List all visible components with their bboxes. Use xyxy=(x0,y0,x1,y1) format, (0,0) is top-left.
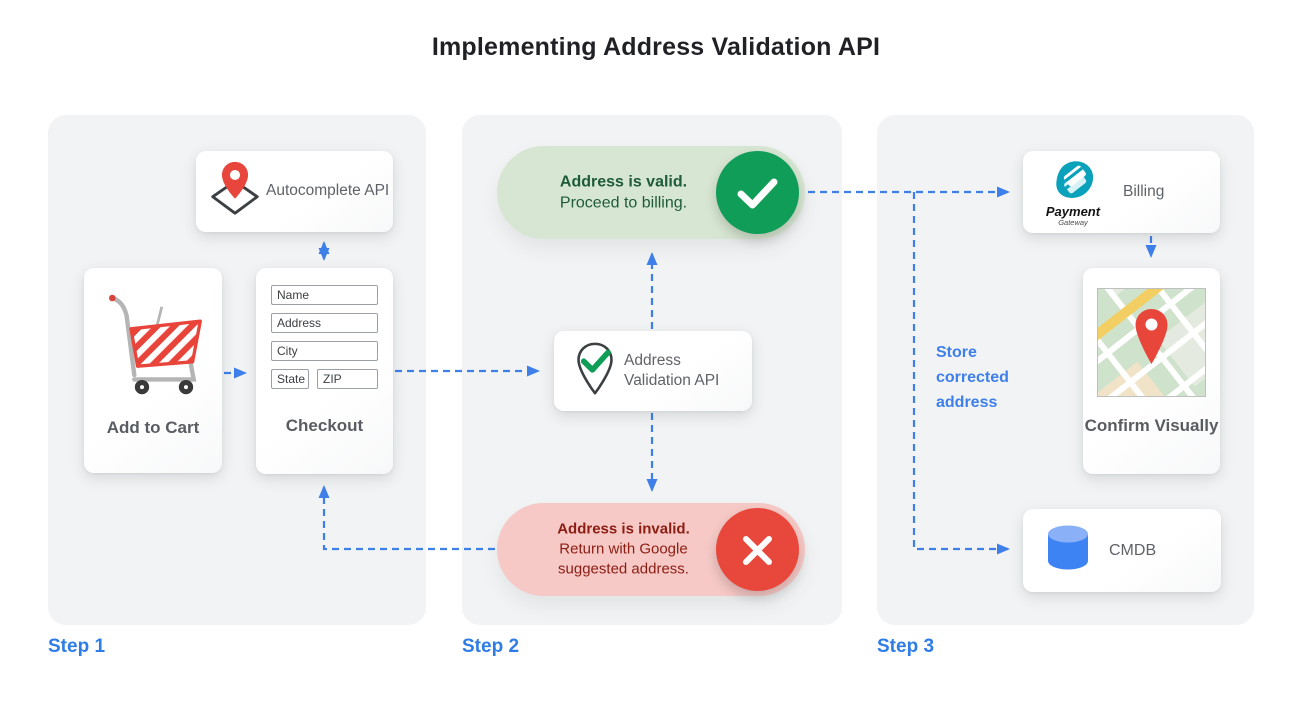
database-icon xyxy=(1045,523,1091,578)
cmdb-label: CMDB xyxy=(1109,541,1157,559)
checkout-label: Checkout xyxy=(285,416,364,435)
pin-check-icon xyxy=(566,339,624,404)
add-to-cart-card: Add to Cart xyxy=(84,268,222,473)
address-valid-subtitle: Proceed to billing. xyxy=(559,194,688,212)
autocomplete-api-card: Autocomplete API xyxy=(196,151,393,232)
checkout-name-field: Name xyxy=(271,285,378,305)
step2-label: Step 2 xyxy=(462,636,520,657)
x-circle-icon xyxy=(716,508,799,591)
confirm-visually-label: Confirm Visually xyxy=(1084,416,1219,435)
arrow-invalid-to-checkout xyxy=(318,485,495,551)
confirm-visually-card: Confirm Visually xyxy=(992,180,1312,504)
check-circle-icon xyxy=(716,151,799,234)
billing-card: Payment Gateway Billing xyxy=(1023,151,1220,233)
step3-label: Step 3 xyxy=(877,636,935,657)
checkout-card: Name Address City State ZIP Checkout xyxy=(256,268,393,474)
cmdb-card: CMDB xyxy=(1023,509,1221,592)
checkout-city-field: City xyxy=(271,341,378,361)
add-to-cart-label: Add to Cart xyxy=(106,418,200,437)
payment-gateway-logo: Payment Gateway xyxy=(1037,158,1109,227)
address-validation-api-card: Address Validation API xyxy=(554,331,752,411)
step1-label: Step 1 xyxy=(48,636,106,657)
payment-gateway-logo-name: Payment xyxy=(1045,203,1101,219)
checkout-zip-field: ZIP xyxy=(317,369,378,389)
address-valid-pill: Address is valid. Proceed to billing. xyxy=(497,146,805,239)
address-validation-api-label: Address Validation API xyxy=(624,351,720,389)
address-invalid-pill: Address is invalid. Return with Google s… xyxy=(497,503,805,596)
checkout-address-field: Address xyxy=(271,313,378,333)
map-pin-diamond-icon xyxy=(204,160,266,223)
billing-label: Billing xyxy=(1123,182,1165,200)
address-invalid-title: Address is invalid. xyxy=(557,520,690,538)
shopping-cart-icon xyxy=(98,286,208,398)
payment-gateway-logo-subtitle: Gateway xyxy=(1058,217,1088,227)
page-title: Implementing Address Validation API xyxy=(431,33,881,61)
map-thumbnail xyxy=(992,180,1312,504)
address-valid-title: Address is valid. xyxy=(559,172,688,190)
autocomplete-api-label: Autocomplete API xyxy=(266,182,390,200)
store-corrected-address-note: Store corrected address xyxy=(936,344,1009,411)
checkout-state-field: State xyxy=(271,369,309,389)
address-invalid-subtitle: Return with Google suggested address. xyxy=(558,540,689,578)
